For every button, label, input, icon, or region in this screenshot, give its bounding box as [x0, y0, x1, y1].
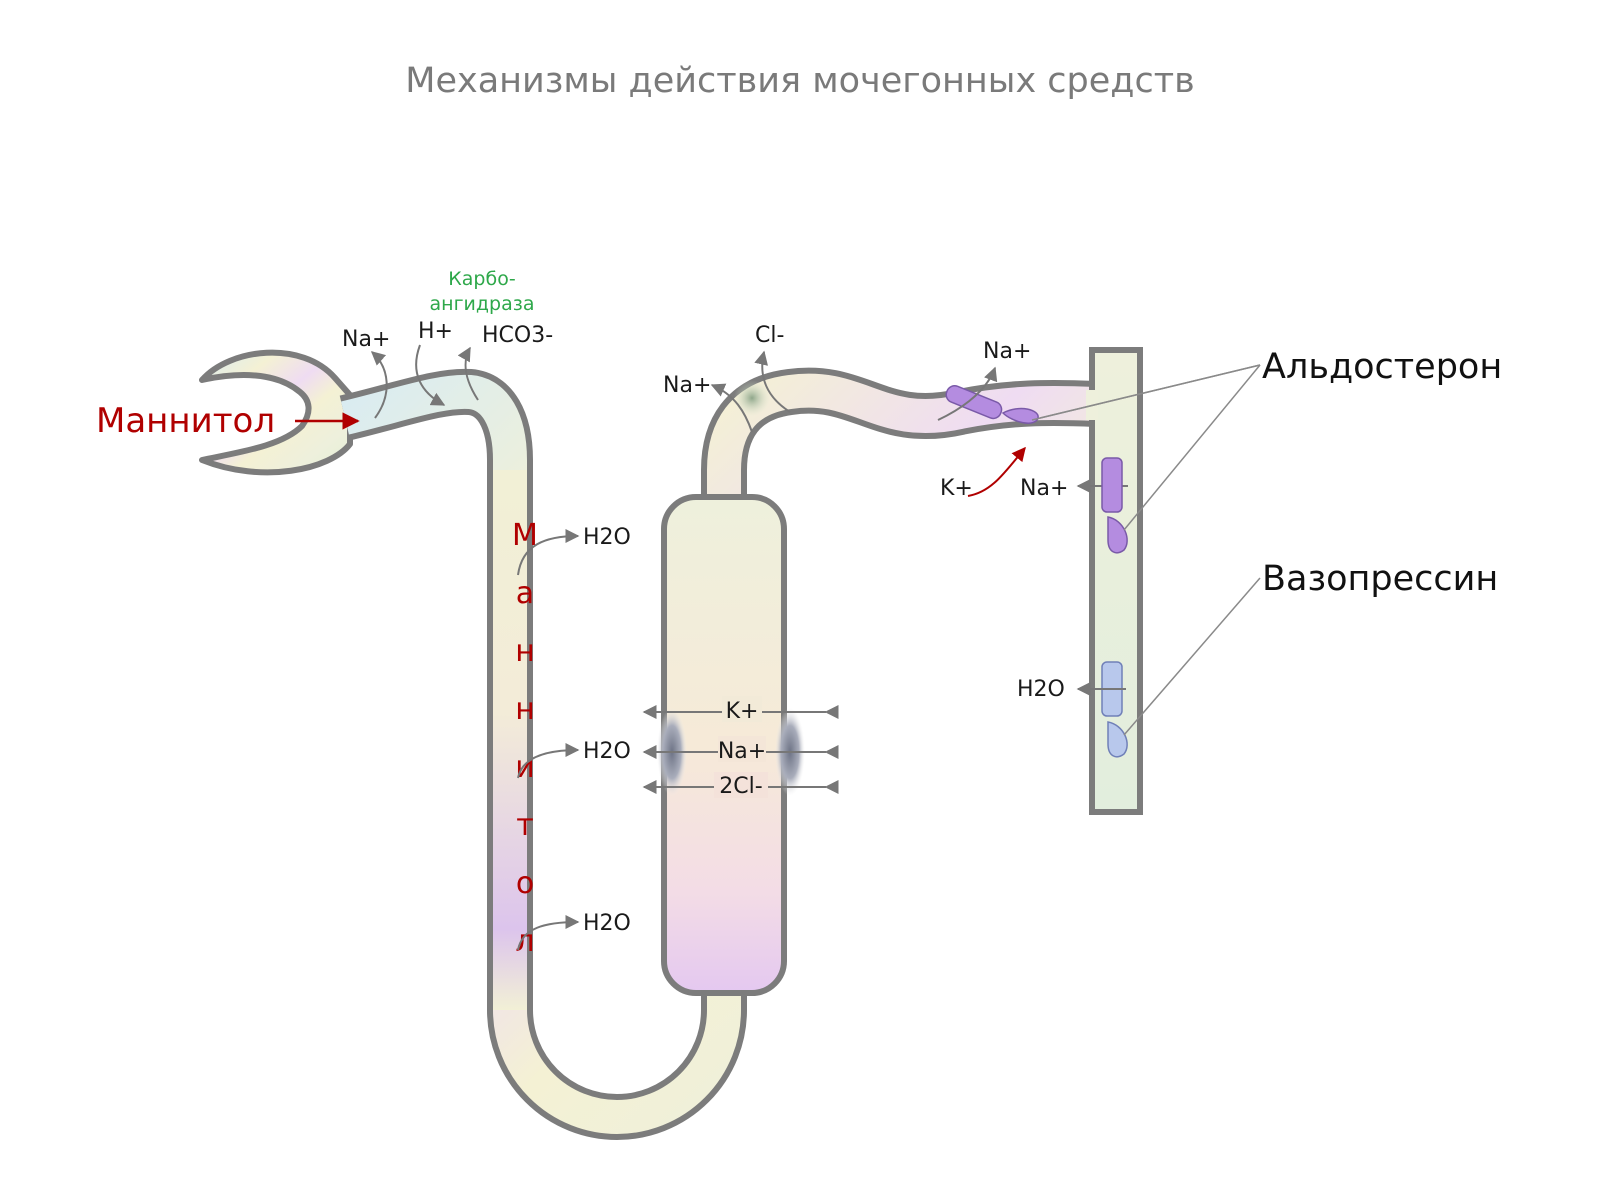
- dist-na-ion: Na+: [663, 373, 711, 398]
- carbonic-anhydrase-label-2: ангидраза: [430, 293, 535, 315]
- h2o-ion-2: H2O: [583, 739, 631, 764]
- loop-na-bg: [718, 736, 766, 762]
- vasopressin-label: Вазопрессин: [1262, 559, 1498, 599]
- aldosterone-label: Альдостерон: [1262, 347, 1502, 387]
- mannitol-letter: о: [516, 866, 534, 901]
- loop-na-ion: Na+: [718, 739, 766, 764]
- aldosterone-leader-2: [1039, 364, 1261, 419]
- dist-cl-arrow: [754, 350, 791, 413]
- aldosterone-receptor-duct: [1107, 516, 1128, 554]
- ald-k-ion: K+: [940, 476, 973, 501]
- dist-na-arrow: [710, 383, 753, 433]
- aldosterone-channel-duct: [1101, 457, 1123, 513]
- loop-2cl-ion: 2Cl-: [719, 774, 762, 799]
- prox-na-arrow: [370, 351, 388, 419]
- mannitol-letter: н: [515, 634, 535, 669]
- mannitol-letter: и: [515, 750, 535, 785]
- loop-k-bg: [722, 696, 762, 722]
- mannitol-letter: т: [516, 808, 533, 843]
- bowman-capsule: [199, 349, 353, 476]
- ald-k-arrow: [967, 446, 1026, 497]
- aldosterone-leader-3: [1123, 364, 1261, 531]
- carbonic-anhydrase-label-1: Карбо-: [448, 268, 515, 290]
- prox-hco3-ion: HCO3-: [482, 323, 553, 348]
- loop-2cl-bg: [714, 772, 768, 798]
- h2o-ion-1: H2O: [583, 525, 631, 550]
- distal-channel-blob: [734, 380, 770, 416]
- h2o-arrow-2: [517, 743, 580, 779]
- prox-h-arrow: [415, 344, 446, 406]
- prox-h-ion: H+: [418, 319, 453, 344]
- page-title: Механизмы действия мочегонных средств: [405, 61, 1194, 101]
- collecting-duct: [1089, 347, 1143, 815]
- dist-cl-ion: Cl-: [755, 323, 784, 348]
- h2o-arrow-3: [517, 915, 580, 951]
- mannitol-letter: М: [512, 518, 538, 553]
- mannitol-label: Маннитол: [96, 401, 275, 441]
- vasopressin-receptor: [1107, 721, 1128, 758]
- mannitol-letter: а: [516, 576, 534, 611]
- vasopressin-leader: [1123, 577, 1261, 736]
- h2o-arrow-1: [517, 529, 580, 576]
- prox-hco3-arrow: [457, 346, 479, 401]
- prox-na-ion: Na+: [342, 327, 390, 352]
- mannitol-letter: н: [515, 692, 535, 727]
- ald-na-top-ion: Na+: [983, 339, 1031, 364]
- mannitol-letter: л: [515, 924, 534, 959]
- nephron-tube-fill: [341, 373, 1097, 1134]
- loop-k-ion: K+: [726, 699, 759, 724]
- col-h2o-ion: H2O: [1017, 677, 1065, 702]
- ald-na-side-ion: Na+: [1020, 476, 1068, 501]
- h2o-ion-3: H2O: [583, 911, 631, 936]
- ald-na-top-arrow: [937, 366, 998, 421]
